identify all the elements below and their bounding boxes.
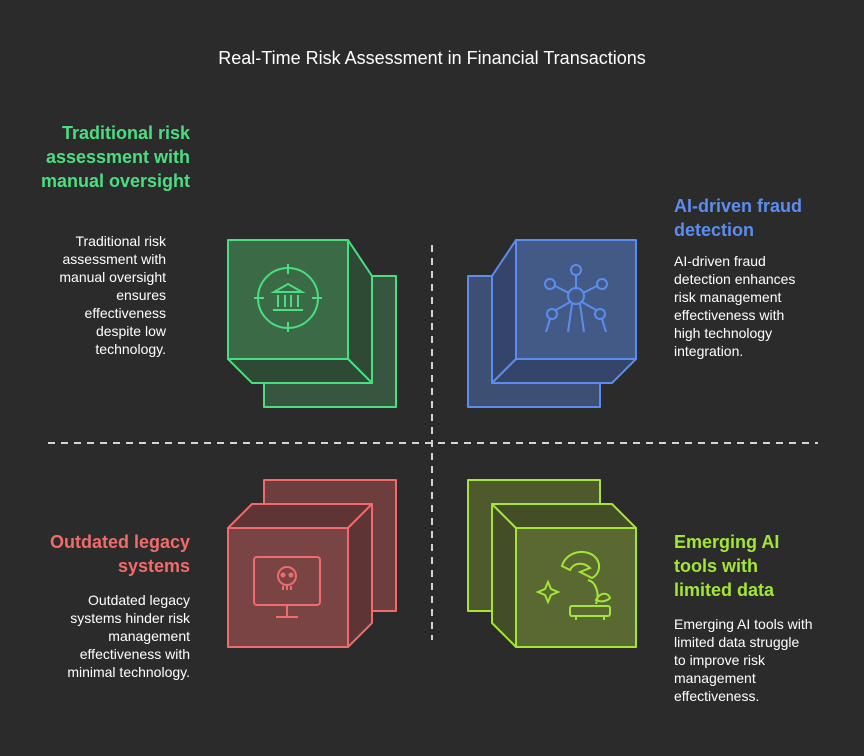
q4-heading: Emerging AI tools with limited data xyxy=(674,532,780,600)
q1-cube xyxy=(227,239,397,408)
q4-cube xyxy=(467,479,637,648)
q1-heading: Traditional risk assessment with manual … xyxy=(40,123,190,191)
q3-heading: Outdated legacy systems xyxy=(49,532,190,576)
q2-cube xyxy=(467,239,637,408)
diagram-title: Real-Time Risk Assessment in Financial T… xyxy=(218,48,646,68)
network-atom-icon xyxy=(544,264,608,333)
bank-target-icon xyxy=(254,264,322,332)
q4-description: Emerging AI tools with limited data stru… xyxy=(674,616,813,704)
q3-description: Outdated legacy systems hinder risk mana… xyxy=(67,592,190,680)
sprout-sparkle-icon xyxy=(535,550,612,620)
skull-monitor-icon xyxy=(253,556,321,618)
q1-description: Traditional risk assessment with manual … xyxy=(59,233,166,357)
q2-description: AI-driven fraud detection enhances risk … xyxy=(674,253,796,359)
q2-heading: AI-driven fraud detection xyxy=(674,196,803,240)
